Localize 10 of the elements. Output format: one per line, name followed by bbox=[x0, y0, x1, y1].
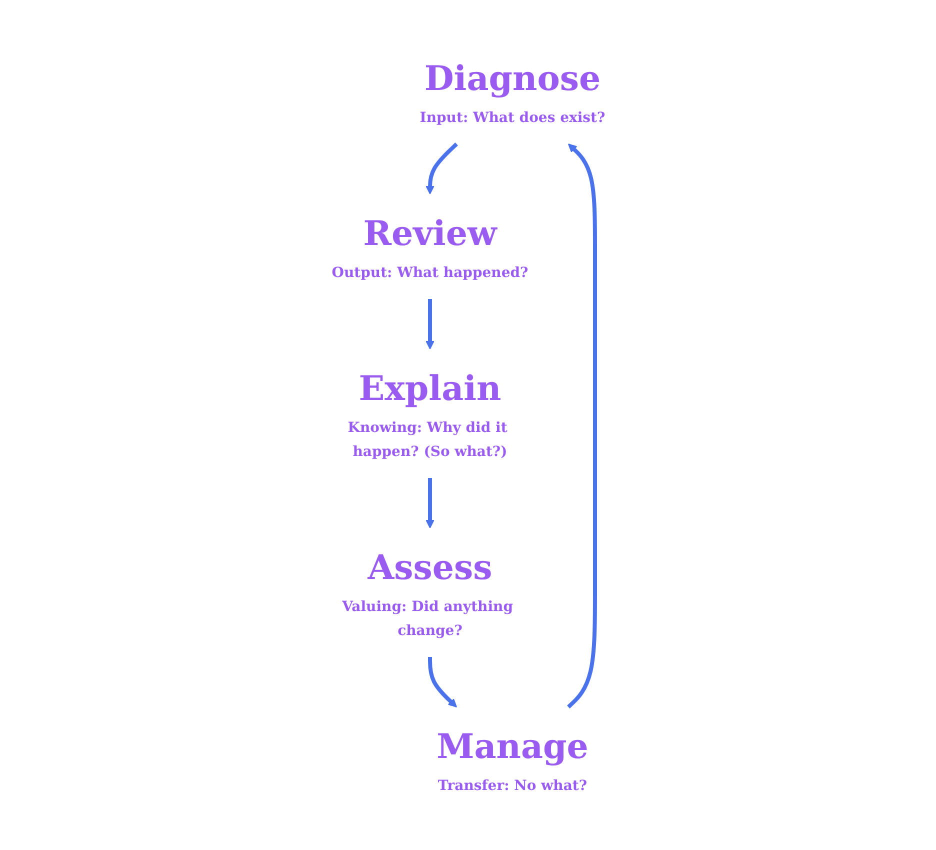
node-text: Diagnose Input: What does exist? bbox=[420, 58, 606, 126]
arrow bbox=[426, 142, 458, 194]
node-text: Review Output: What happened? bbox=[332, 214, 529, 280]
arrow bbox=[428, 656, 458, 707]
node-text: Explain Knowing: Why did it happen? (So what?) bbox=[348, 368, 508, 460]
arrow bbox=[426, 298, 435, 349]
arrow bbox=[567, 143, 598, 708]
arrow bbox=[426, 478, 435, 528]
node-text: Manage Transfer: No what? bbox=[436, 726, 589, 794]
node-text: Assess Valuing: Did anything change? bbox=[342, 548, 514, 638]
